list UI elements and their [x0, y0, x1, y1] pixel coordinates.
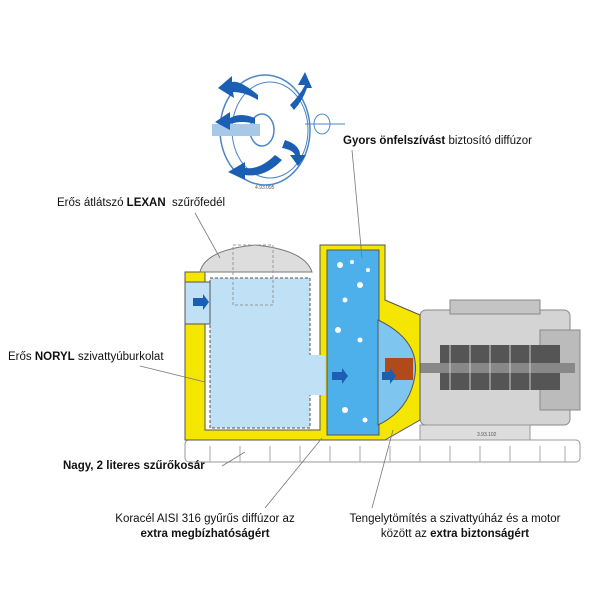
label-diffuser: Gyors önfelszívást biztosító diffúzor [343, 135, 532, 147]
base-frame [184, 439, 581, 463]
label-housing: Erős NORYL szivattyúburkolat [8, 351, 164, 363]
label-lid: Erős átlátszó LEXAN szűrőfedél [57, 197, 226, 209]
motor [405, 299, 581, 441]
pump-code: 3.93.102 [477, 432, 497, 438]
impeller-icon [212, 72, 345, 186]
impeller-code: 4.93.095 [255, 185, 275, 191]
pump-housing [184, 244, 421, 441]
label-shaft-seal: Tengelytömítés a szivattyúház és a motor… [349, 513, 561, 540]
label-basket: Nagy, 2 literes szűrőkosár [63, 460, 205, 472]
leader-lines [139, 149, 394, 509]
